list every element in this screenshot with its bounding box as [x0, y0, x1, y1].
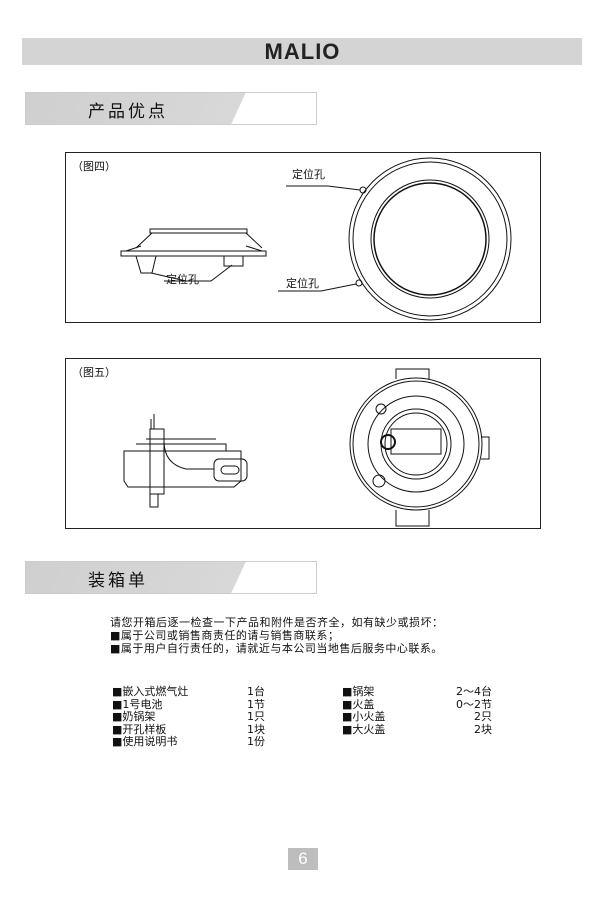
brand-logo: MALIO: [264, 39, 341, 64]
notice-line: ■属于公司或销售商责任的请与销售商联系；: [110, 629, 340, 642]
page-number: 6: [288, 848, 318, 870]
figure-caption: （图五）: [72, 366, 116, 379]
burner-diagram: [120, 157, 512, 321]
section-header-features: 产品优点: [25, 92, 317, 125]
hole-label-bottom: 定位孔: [286, 277, 319, 290]
section-header-packing-list: 装箱单: [25, 561, 317, 594]
section-title: 装箱单: [88, 571, 148, 591]
notice-text: 请您开箱后逐一检查一下产品和附件是否齐全，如有缺少或损坏： ■属于公司或销售商责…: [110, 616, 444, 655]
header-bar: [22, 38, 582, 65]
section-title: 产品优点: [88, 102, 168, 122]
notice-line: 请您开箱后逐一检查一下产品和附件是否齐全，如有缺少或损坏：: [110, 616, 444, 629]
figure-5: （图五）: [65, 358, 541, 529]
figure-4: （图四） 定位孔 定位孔 定位孔: [65, 152, 541, 323]
notice-line: ■属于用户自行责任的，请就近与本公司当地售后服务中心联系。: [110, 642, 443, 655]
burner-side-and-top-diagram: [123, 368, 490, 527]
hole-label-left: 定位孔: [166, 273, 199, 286]
figure-caption: （图四）: [72, 160, 116, 173]
hole-label-top: 定位孔: [292, 168, 325, 181]
